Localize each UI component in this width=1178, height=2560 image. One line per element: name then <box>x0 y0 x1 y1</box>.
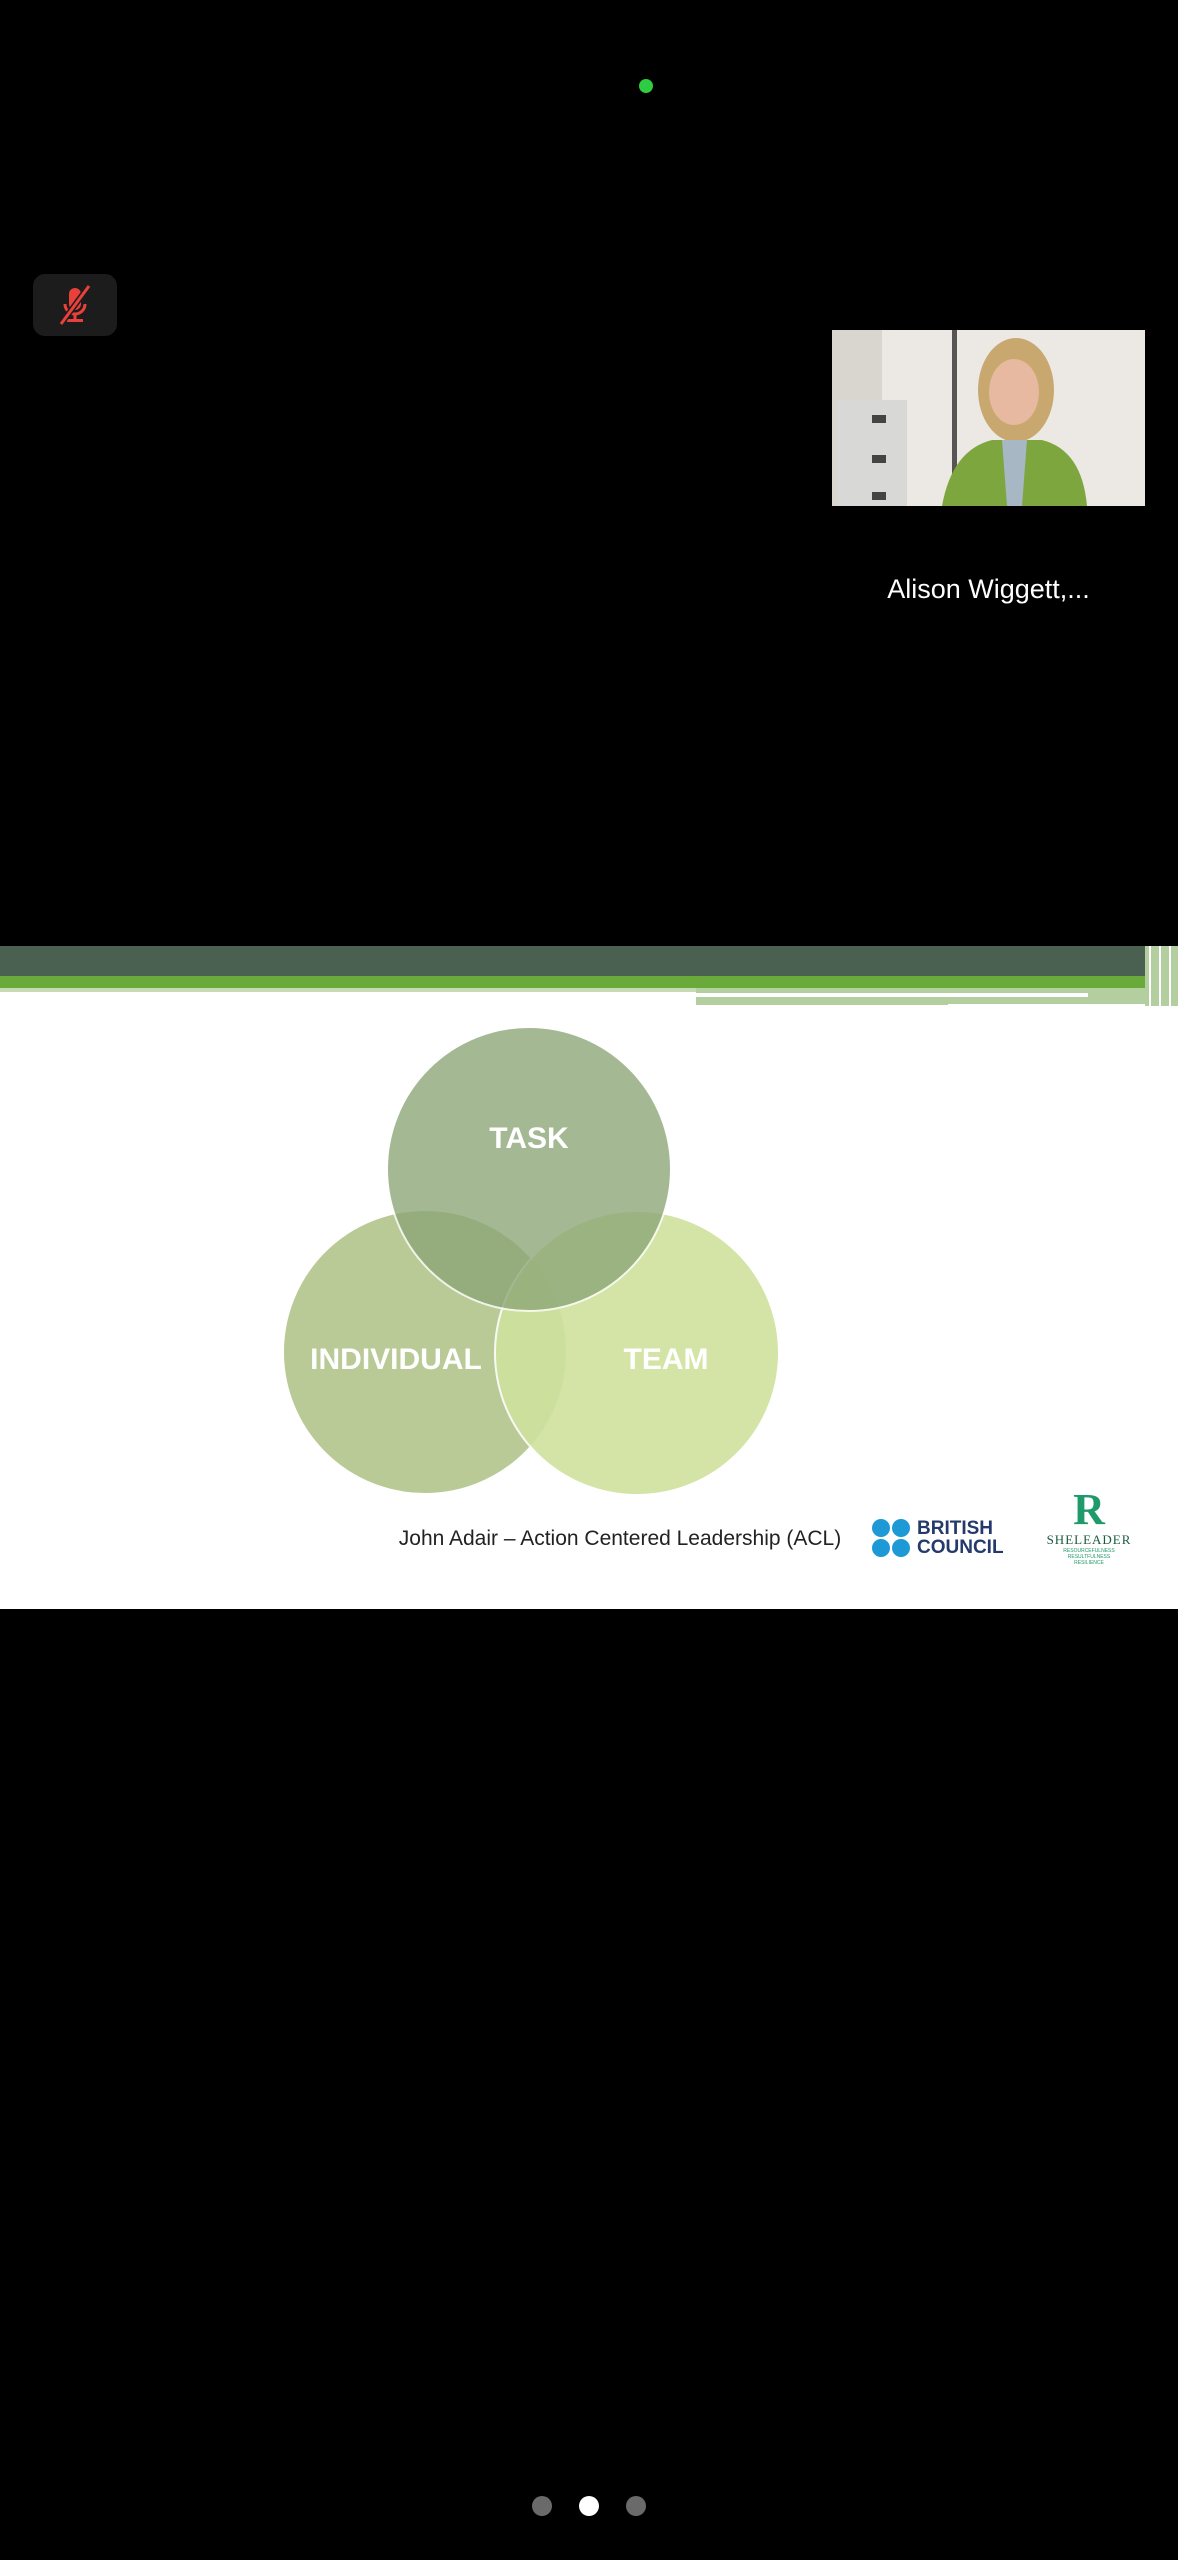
venn-diagram: TASK INDIVIDUAL TEAM <box>282 1026 780 1496</box>
participant-video[interactable] <box>832 330 1145 506</box>
british-council-logo: BRITISH COUNCIL <box>871 1518 1004 1558</box>
mute-button[interactable] <box>33 274 117 336</box>
sheleader-r-icon: R <box>1073 1485 1105 1534</box>
microphone-muted-icon <box>58 284 92 326</box>
label-individual: INDIVIDUAL <box>310 1343 482 1376</box>
participant-name: Alison Wiggett,... <box>887 574 1090 604</box>
sheleader-name: SHELEADER <box>1046 1532 1132 1547</box>
british-council-dots-icon <box>872 1519 910 1557</box>
sheleader-tagline-2: RESULTFULNESS <box>1067 1554 1111 1560</box>
bc-line-1: BRITISH <box>917 1518 993 1539</box>
page-dot-3[interactable] <box>626 2496 646 2516</box>
slide-header-bars <box>0 946 1178 1010</box>
label-task: TASK <box>489 1122 569 1155</box>
page-dot-1[interactable] <box>532 2496 552 2516</box>
sheleader-logo: R SHELEADER RESOURCEFULNESS RESULTFULNES… <box>1036 1485 1142 1567</box>
slide-caption: John Adair – Action Centered Leadership … <box>398 1527 842 1550</box>
bc-line-2: COUNCIL <box>917 1537 1004 1558</box>
sheleader-tagline-1: RESOURCEFULNESS <box>1063 1548 1115 1554</box>
active-speaker-indicator <box>639 79 653 93</box>
label-team: TEAM <box>624 1343 709 1376</box>
video-frame <box>832 330 1145 506</box>
page-dot-2-active[interactable] <box>579 2496 599 2516</box>
sheleader-tagline-3: RESILIENCE <box>1074 1560 1104 1566</box>
task-circle <box>386 1026 672 1312</box>
shared-slide: TASK INDIVIDUAL TEAM John Adair – Action… <box>0 946 1178 1609</box>
